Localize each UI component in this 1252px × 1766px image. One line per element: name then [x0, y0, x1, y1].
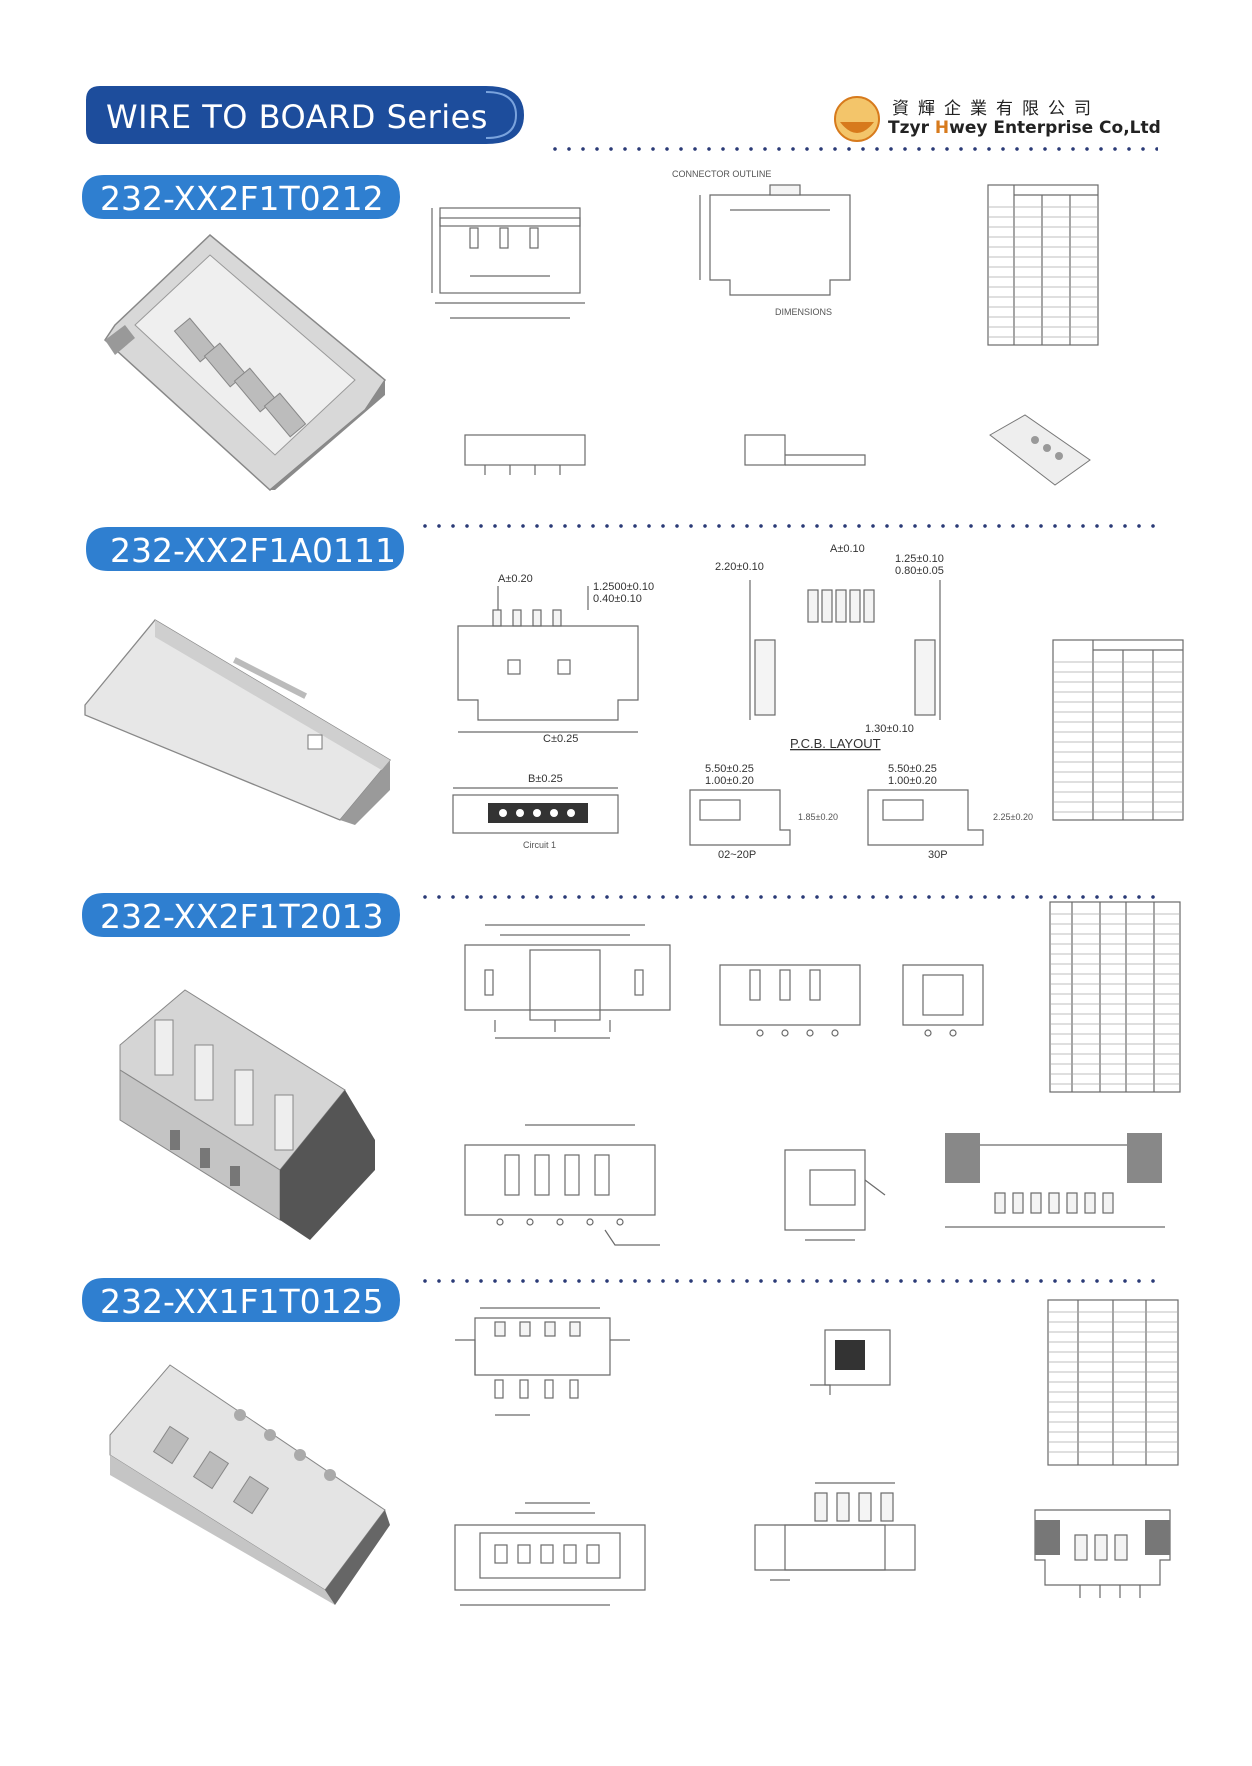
dimension-table — [1049, 901, 1181, 1093]
top-view-drawing — [454, 1502, 646, 1606]
series-banner: WIRE TO BOARD Series — [86, 86, 524, 144]
mini-3d-render — [1034, 1509, 1171, 1598]
side1-dim-b: 1.00±0.20 — [705, 775, 754, 787]
side2-dim-h: 2.25±0.20 — [993, 812, 1033, 822]
part-number: 232-XX2F1T2013 — [100, 897, 384, 936]
company-name-en: Tzyr Hwey Enterprise Co,Ltd — [888, 118, 1161, 138]
part-number: 232-XX1F1T0125 — [100, 1282, 384, 1321]
top-view-drawing — [464, 1124, 660, 1246]
dim-a: A±0.20 — [498, 573, 533, 585]
side1-dim-a: 5.50±0.25 — [705, 763, 754, 775]
separator-dots — [418, 524, 1158, 528]
separator-dots — [548, 147, 1158, 151]
separator-dots — [418, 1279, 1158, 1283]
dim-pin: 0.40±0.10 — [593, 593, 642, 605]
side2-tag: 30P — [928, 849, 948, 861]
side2-dim-a: 5.50±0.25 — [888, 763, 937, 775]
side-view-drawing: 5.50±0.25 1.00±0.20 02~20P 1.85±0.20 — [689, 763, 838, 861]
pcb-dim-pitch: 1.25±0.10 — [895, 553, 944, 565]
front-view-drawing — [431, 207, 585, 319]
bottom-view-drawing: B±0.25 Circuit 1 — [452, 773, 619, 850]
part-number-pill: 232-XX2F1T2013 — [82, 893, 400, 937]
svg-text:DIMENSIONS: DIMENSIONS — [775, 307, 832, 317]
company-logo: 資輝企業有限公司 Tzyr Hwey Enterprise Co,Ltd — [832, 92, 1162, 148]
pcb-dim-pad: 0.80±0.05 — [895, 565, 944, 577]
part-number-pill: 232-XX2F1A0111 — [86, 527, 404, 571]
front-view-drawing — [464, 924, 671, 1039]
company-logo-icon — [834, 96, 880, 142]
pcb-dim-a: A±0.10 — [830, 543, 865, 555]
separator-dots — [418, 895, 1158, 899]
side2-dim-b: 1.00±0.20 — [888, 775, 937, 787]
company-name-cn: 資輝企業有限公司 — [892, 99, 1100, 119]
part-number-pill: 232-XX1F1T0125 — [82, 1278, 400, 1322]
banner-shape — [86, 86, 524, 144]
side-view-drawing — [784, 1149, 886, 1241]
series-title: WIRE TO BOARD Series — [106, 98, 488, 136]
dim-b: B±0.25 — [528, 773, 563, 785]
connector-3d-render — [84, 619, 391, 825]
side1-dim-h: 1.85±0.20 — [798, 812, 838, 822]
part-number: 232-XX2F1A0111 — [110, 531, 396, 570]
dim-c: C±0.25 — [543, 733, 578, 745]
pcb-dim-left: 2.20±0.10 — [715, 561, 764, 573]
connector-3d-render — [109, 1364, 390, 1605]
bottom-view-drawing — [754, 1482, 916, 1581]
dim-pitch: 1.2500±0.10 — [593, 581, 654, 593]
side-view-drawing: 5.50±0.25 1.00±0.20 30P 2.25±0.20 — [867, 763, 1033, 861]
part-number-pill: 232-XX2F1T0212 — [82, 175, 400, 219]
connector-3d-render — [119, 989, 375, 1240]
side-view-drawing: CONNECTOR OUTLINE DIMENSIONS — [672, 169, 851, 317]
pcb-layout-drawing: A±0.10 1.25±0.10 0.80±0.05 2.20±0.10 1.3… — [715, 543, 944, 751]
side-view-drawing — [810, 1329, 891, 1395]
bottom-view-drawing — [744, 434, 866, 466]
side1-tag: 02~20P — [718, 849, 756, 861]
mini-3d-render — [989, 414, 1091, 486]
pcb-layout-drawing — [945, 1133, 1165, 1228]
circuit-label: Circuit 1 — [523, 840, 556, 850]
svg-text:CONNECTOR OUTLINE: CONNECTOR OUTLINE — [672, 169, 771, 179]
side-view-drawing — [719, 964, 861, 1037]
pcb-dim-width: 1.30±0.10 — [865, 723, 914, 735]
pcb-layout-title: P.C.B. LAYOUT — [790, 736, 881, 751]
dimension-table — [1052, 639, 1184, 821]
part-number: 232-XX2F1T0212 — [100, 179, 384, 218]
front-view-drawing: A±0.20 1.2500±0.10 0.40±0.10 C±0.25 — [457, 573, 654, 745]
top-view-drawing — [464, 434, 586, 475]
dimension-table — [1047, 1299, 1179, 1466]
front-view-drawing — [455, 1307, 630, 1416]
connector-3d-render — [104, 233, 386, 491]
rear-view-drawing — [902, 964, 984, 1037]
dimension-table — [987, 184, 1099, 346]
